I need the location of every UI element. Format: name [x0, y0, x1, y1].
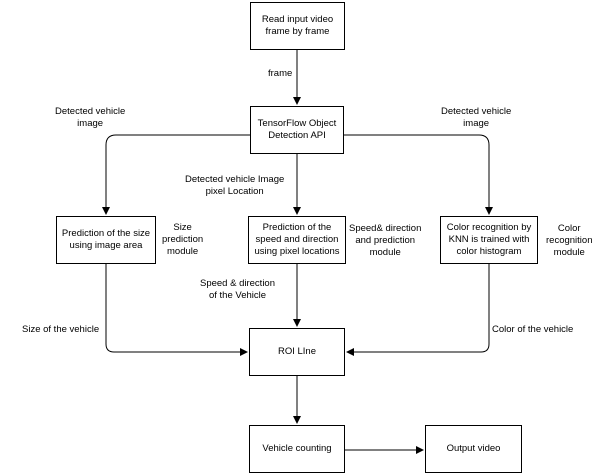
- vehicle-counting-text: Vehicle counting: [262, 443, 332, 455]
- output-video-text: Output video: [446, 443, 501, 455]
- detected-vehicle-image-left-label: Detected vehicle image: [55, 106, 126, 129]
- read-input-box: Read input video frame by frame: [250, 2, 345, 50]
- output-video-box: Output video: [425, 425, 522, 473]
- arrow-tensorflow-to-size: [102, 134, 250, 215]
- read-input-text: Read input video frame by frame: [261, 14, 334, 37]
- color-module-label: Color recognition module: [546, 223, 593, 258]
- vehicle-counting-box: Vehicle counting: [249, 425, 345, 473]
- detected-vehicle-image-right-label: Detected vehicle image: [441, 106, 512, 129]
- tensorflow-box: TensorFlow Object Detection API: [250, 106, 344, 154]
- color-recognition-text: Color recognition by KNN is trained with…: [446, 222, 532, 257]
- color-of-vehicle-label: Color of the vehicle: [492, 324, 574, 335]
- roi-line-text: ROI LIne: [277, 346, 317, 358]
- speed-direction-vehicle-label: Speed & direction of the Vehicle: [200, 278, 275, 301]
- size-of-vehicle-label: Size of the vehicle: [22, 324, 100, 335]
- color-recognition-box: Color recognition by KNN is trained with…: [440, 216, 538, 264]
- speed-module-label: Speed& direction and prediction module: [349, 223, 422, 258]
- size-prediction-text: Prediction of the size using image area: [61, 228, 151, 251]
- arrow-tensorflow-to-color: [344, 134, 493, 215]
- speed-prediction-box: Prediction of the speed and direction us…: [248, 216, 346, 264]
- tensorflow-text: TensorFlow Object Detection API: [257, 118, 337, 141]
- arrow-color-to-roi: [346, 264, 490, 356]
- speed-prediction-text: Prediction of the speed and direction us…: [254, 222, 340, 257]
- frame-label: frame: [268, 68, 293, 79]
- roi-line-box: ROI LIne: [249, 328, 345, 376]
- size-prediction-box: Prediction of the size using image area: [56, 216, 156, 264]
- arrow-size-to-roi: [105, 264, 248, 356]
- pixel-location-label: Detected vehicle Image pixel Location: [185, 174, 285, 197]
- size-module-label: Size prediction module: [162, 222, 204, 257]
